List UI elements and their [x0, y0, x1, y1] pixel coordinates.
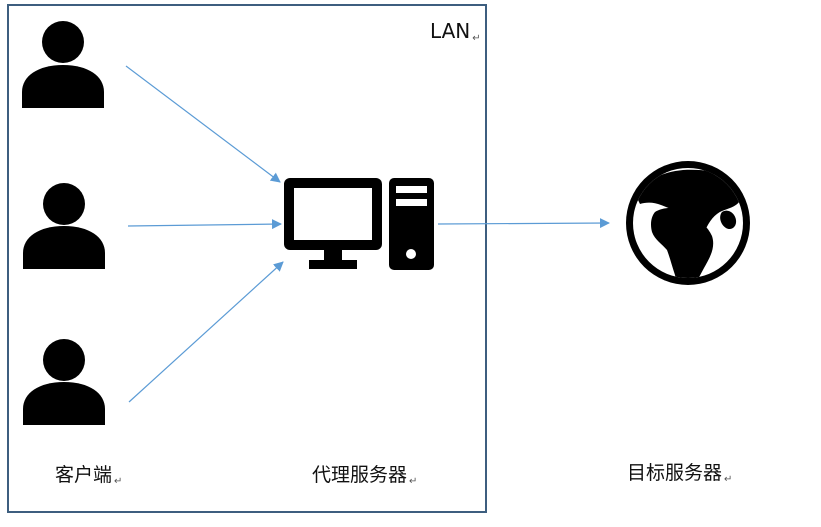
- desktop-computer-icon: [284, 178, 434, 270]
- paragraph-mark-icon: ↵: [472, 33, 481, 44]
- lan-boundary: [7, 4, 487, 513]
- target-server-label-text: 目标服务器: [627, 462, 723, 484]
- paragraph-mark-icon: ↵: [114, 476, 123, 487]
- arrow-client1-to-proxy: [125, 65, 281, 183]
- client-person-icon-2: [23, 183, 105, 269]
- client-label: 客户端↵: [55, 460, 122, 487]
- arrow-client2-to-proxy: [127, 219, 282, 230]
- proxy-server-label: 代理服务器↵: [312, 460, 417, 487]
- proxy-server-label-text: 代理服务器: [312, 464, 408, 486]
- lan-label: LAN↵: [430, 19, 481, 44]
- client-person-icon-1: [22, 21, 104, 108]
- paragraph-mark-icon: ↵: [724, 474, 733, 485]
- client-label-text: 客户端: [55, 464, 113, 486]
- client-person-icon-3: [23, 339, 105, 425]
- arrow-proxy-to-target: [437, 218, 610, 229]
- arrow-client3-to-proxy: [128, 261, 284, 403]
- lan-label-text: LAN: [430, 19, 471, 43]
- paragraph-mark-icon: ↵: [409, 476, 418, 487]
- globe-icon: [626, 161, 750, 285]
- target-server-label: 目标服务器↵: [627, 458, 732, 485]
